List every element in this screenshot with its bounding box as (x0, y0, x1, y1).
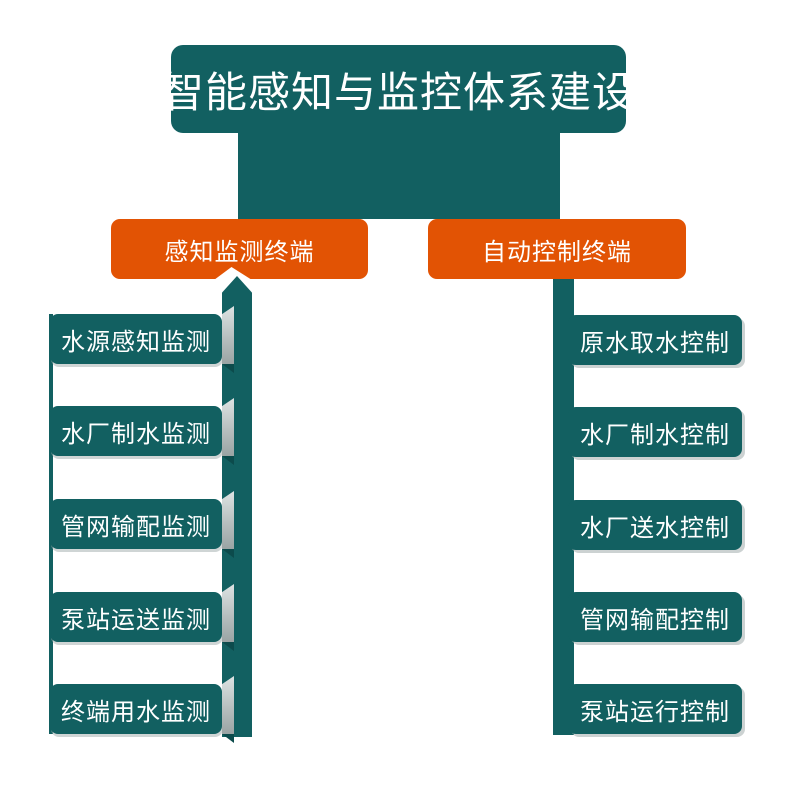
left-node-5: 终端用水监测 (50, 684, 222, 734)
left-node-4-label: 泵站运送监测 (61, 606, 211, 634)
right-node-4-label: 管网输配控制 (580, 606, 730, 634)
left-node-3-label: 管网输配监测 (61, 513, 211, 541)
left-node-1-label: 水源感知监测 (61, 328, 211, 356)
right-node-1: 原水取水控制 (568, 315, 742, 365)
right-node-4: 管网输配控制 (568, 592, 742, 642)
left-node-2-label: 水厂制水监测 (61, 420, 211, 448)
right-node-3: 水厂送水控制 (568, 500, 742, 550)
right-node-2-label: 水厂制水控制 (580, 421, 730, 449)
left-node-1: 水源感知监测 (50, 314, 222, 364)
right-node-3-label: 水厂送水控制 (580, 514, 730, 542)
title-stem-connector (238, 128, 560, 219)
branch-header-right-label: 自动控制终端 (482, 238, 632, 266)
right-node-5-label: 泵站运行控制 (580, 698, 730, 726)
right-node-1-label: 原水取水控制 (580, 329, 730, 357)
branch-header-right: 自动控制终端 (428, 219, 686, 279)
left-node-5-label: 终端用水监测 (61, 698, 211, 726)
left-node-3: 管网输配监测 (50, 499, 222, 549)
title-node: 智能感知与监控体系建设 (162, 45, 634, 133)
left-node-2: 水厂制水监测 (50, 406, 222, 456)
right-node-2: 水厂制水控制 (568, 407, 742, 457)
left-node-4: 泵站运送监测 (50, 592, 222, 642)
branch-header-left-label: 感知监测终端 (164, 238, 315, 266)
title-label: 智能感知与监控体系建设 (162, 68, 636, 116)
branch-header-left: 感知监测终端 (111, 219, 368, 279)
right-node-5: 泵站运行控制 (568, 684, 742, 734)
